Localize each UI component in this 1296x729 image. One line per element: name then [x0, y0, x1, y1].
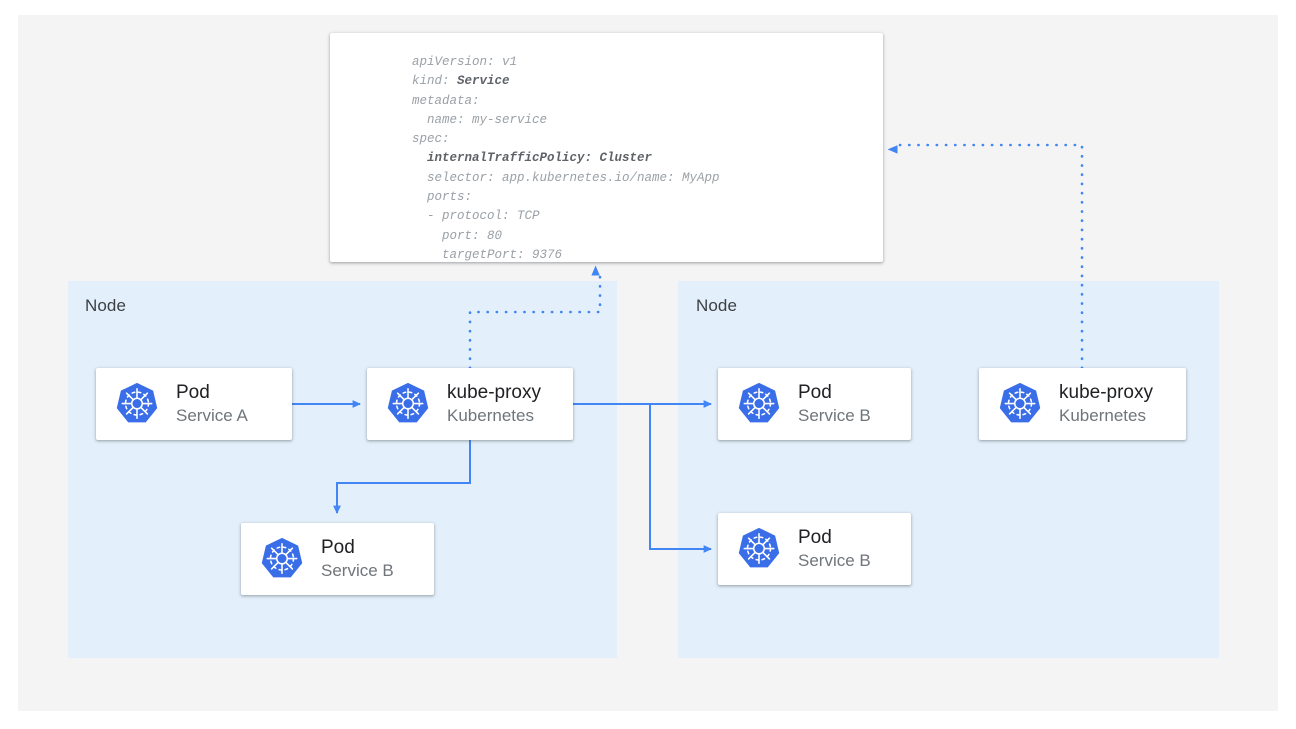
- service-manifest-card: apiVersion: v1 kind: Service metadata: n…: [330, 33, 883, 262]
- kubernetes-icon: [116, 382, 158, 423]
- card-kube-proxy-right[interactable]: kube-proxy Kubernetes: [979, 368, 1186, 440]
- card-title: Pod: [798, 382, 832, 404]
- card-pod-service-b-right-bottom[interactable]: Pod Service B: [718, 513, 911, 585]
- yaml-line-10: targetPort: 9376: [412, 247, 563, 262]
- card-title: Pod: [176, 382, 210, 404]
- yaml-line-2: metadata:: [412, 93, 480, 108]
- yaml-line-9: port: 80: [412, 228, 503, 243]
- service-manifest-text: apiVersion: v1 kind: Service metadata: n…: [412, 53, 720, 265]
- card-subtitle: Kubernetes: [447, 406, 534, 426]
- yaml-line-1: kind: Service: [412, 74, 510, 89]
- card-subtitle: Service B: [321, 561, 394, 581]
- yaml-line-8: - protocol: TCP: [412, 209, 540, 224]
- yaml-line-0: apiVersion: v1: [412, 55, 518, 69]
- kubernetes-icon: [738, 382, 780, 423]
- card-subtitle: Service A: [176, 406, 248, 426]
- yaml-line-4: spec:: [412, 132, 450, 147]
- node-label-left: Node: [85, 296, 127, 315]
- card-kube-proxy-left[interactable]: kube-proxy Kubernetes: [367, 368, 573, 440]
- card-subtitle: Service B: [798, 551, 871, 571]
- node-box-left: [68, 281, 617, 658]
- card-title: Pod: [321, 537, 355, 559]
- card-pod-service-a[interactable]: Pod Service A: [96, 368, 292, 440]
- card-title: kube-proxy: [1059, 382, 1153, 404]
- kubernetes-icon: [387, 382, 429, 423]
- kubernetes-icon: [261, 537, 303, 578]
- yaml-line-5: internalTrafficPolicy: Cluster: [412, 151, 653, 166]
- kubernetes-icon: [738, 527, 780, 568]
- card-title: kube-proxy: [447, 382, 541, 404]
- yaml-line-6: selector: app.kubernetes.io/name: MyApp: [412, 170, 720, 185]
- yaml-kind-value: Service: [457, 74, 510, 89]
- kubernetes-icon: [999, 382, 1041, 423]
- card-subtitle: Kubernetes: [1059, 406, 1146, 426]
- card-title: Pod: [798, 527, 832, 549]
- card-pod-service-b-right-top[interactable]: Pod Service B: [718, 368, 911, 440]
- yaml-line-7: ports:: [412, 190, 473, 205]
- card-pod-service-b-left[interactable]: Pod Service B: [241, 523, 434, 595]
- node-label-right: Node: [696, 296, 738, 315]
- yaml-line-3: name: my-service: [412, 112, 548, 127]
- card-subtitle: Service B: [798, 406, 871, 426]
- node-box-right: [678, 281, 1219, 658]
